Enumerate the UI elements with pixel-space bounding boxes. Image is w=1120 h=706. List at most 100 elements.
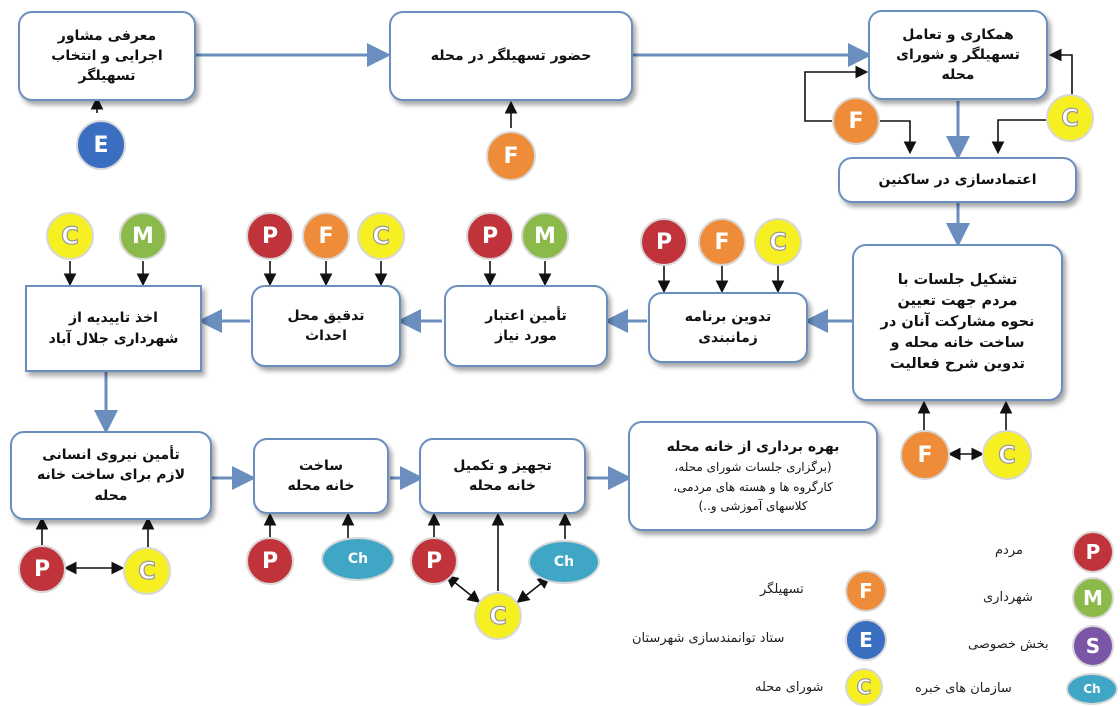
actor-c-circle: C xyxy=(123,547,171,595)
actor-c-circle: C xyxy=(982,430,1032,480)
box-meetings: تشکیل جلسات با مردم جهت تعیین نحوه مشارک… xyxy=(852,244,1063,401)
actor-e-circle: E xyxy=(76,120,126,170)
actor-c-circle: C xyxy=(474,592,522,640)
box-credit: تأمین اعتبار مورد نیاز xyxy=(444,285,608,367)
actor-f-circle: F xyxy=(698,218,746,266)
circle-letter: Ch xyxy=(553,554,575,570)
connector xyxy=(804,65,869,122)
box-text: اعتمادسازی در ساکنین xyxy=(878,171,1037,188)
circle-letter: M xyxy=(132,223,154,249)
actor-m-circle: M xyxy=(521,212,569,260)
legend-ch-icon: Ch xyxy=(1066,673,1118,705)
actor-f-circle: F xyxy=(900,430,950,480)
box-facilitator-presence: حضور تسهیلگر در محله xyxy=(389,11,633,101)
actor-p-circle: P xyxy=(640,218,688,266)
actor-p-circle: P xyxy=(466,212,514,260)
actor-f-circle: F xyxy=(486,131,536,181)
box-text: تأمین اعتبار مورد نیاز xyxy=(485,307,567,344)
box-text: معرفی مشاور اجرایی و انتخاب تسهیلگر xyxy=(51,27,163,85)
legend-c-icon: C xyxy=(845,668,883,706)
legend-m-label: شهرداری xyxy=(983,590,1033,605)
legend-e-label: ستاد توانمندسازی شهرستان xyxy=(632,631,785,646)
actor-p-circle: P xyxy=(246,537,294,585)
box-text: اخذ تاییدیه از شهرداری جلال آباد xyxy=(48,310,179,347)
legend-p-label: مردم xyxy=(995,543,1023,558)
box-text: تدوین برنامه زمانبندی xyxy=(684,309,772,346)
box-text: تشکیل جلسات با مردم جهت تعیین نحوه مشارک… xyxy=(880,271,1035,373)
actor-ch-circle: Ch xyxy=(528,540,600,584)
connector xyxy=(445,575,481,603)
legend-c-label: شورای محله xyxy=(755,680,824,695)
actor-c-circle: C xyxy=(357,212,405,260)
box-workforce: تأمین نیروی انسانی لازم برای ساخت خانه م… xyxy=(10,431,212,520)
circle-letter: Ch xyxy=(347,551,369,567)
circle-letter: P xyxy=(261,223,279,249)
circle-letter: C xyxy=(61,221,80,250)
box-site: تدقیق محل احداث xyxy=(251,285,401,367)
box-text: تجهیز و تکمیل خانه محله xyxy=(453,457,552,494)
legend-f-label: تسهیلگر xyxy=(760,582,804,597)
circle-letter: F xyxy=(917,442,933,468)
legend-m-icon: M xyxy=(1072,577,1114,619)
box-text: تدقیق محل احداث xyxy=(287,307,365,344)
circle-letter: C xyxy=(489,601,508,630)
box-build: ساخت خانه محله xyxy=(253,438,389,514)
circle-letter: F xyxy=(848,108,864,134)
actor-p-circle: P xyxy=(410,537,458,585)
circle-letter: F xyxy=(318,223,334,249)
box-cooperation: همکاری و تعامل تسهیلگر و شورای محله xyxy=(868,10,1048,100)
actor-m-circle: M xyxy=(119,212,167,260)
circle-letter: C xyxy=(372,221,391,250)
legend-ch-label: سازمان های خبره xyxy=(915,681,1012,696)
circle-letter: F xyxy=(503,143,519,169)
box-approval: اخذ تاییدیه از شهرداری جلال آباد xyxy=(25,285,202,372)
circle-letter: C xyxy=(1061,103,1080,132)
usage-detail: (برگزاری جلسات شورای محله، کارگروه ها و … xyxy=(673,460,833,513)
legend-s-icon: S xyxy=(1072,625,1114,667)
actor-c-circle: C xyxy=(1046,94,1094,142)
circle-letter: M xyxy=(1083,586,1103,610)
circle-letter: M xyxy=(534,223,556,249)
actor-ch-circle: Ch xyxy=(321,537,395,581)
usage-title: بهره برداری از خانه محله xyxy=(666,439,840,456)
actor-c-circle: C xyxy=(46,212,94,260)
circle-letter: F xyxy=(714,229,730,255)
circle-letter: E xyxy=(859,628,873,652)
circle-letter: C xyxy=(769,227,788,256)
circle-letter: C xyxy=(856,674,872,699)
actor-f-circle: F xyxy=(832,97,880,145)
circle-letter: S xyxy=(1085,634,1101,658)
circle-letter: C xyxy=(998,440,1017,469)
actor-p-circle: P xyxy=(18,545,66,593)
circle-letter: P xyxy=(655,229,673,255)
circle-letter: C xyxy=(138,556,157,585)
circle-letter: P xyxy=(425,548,443,574)
legend-p-icon: P xyxy=(1072,531,1114,573)
box-schedule: تدوین برنامه زمانبندی xyxy=(648,292,808,363)
circle-letter: P xyxy=(261,548,279,574)
legend-f-icon: F xyxy=(845,570,887,612)
legend-s-label: بخش خصوصی xyxy=(968,637,1049,652)
circle-letter: Ch xyxy=(1083,682,1101,696)
actor-c-circle: C xyxy=(754,218,802,266)
connector xyxy=(516,576,551,603)
box-text: تأمین نیروی انسانی لازم برای ساخت خانه م… xyxy=(37,447,185,504)
connector xyxy=(991,119,1050,155)
circle-letter: E xyxy=(93,132,109,158)
box-text: ساخت خانه محله xyxy=(287,457,355,494)
box-usage: بهره برداری از خانه محله (برگزاری جلسات … xyxy=(628,421,878,531)
box-text: همکاری و تعامل تسهیلگر و شورای محله xyxy=(896,26,1020,84)
actor-f-circle: F xyxy=(302,212,350,260)
box-text: حضور تسهیلگر در محله xyxy=(430,47,592,64)
connector xyxy=(878,120,917,155)
legend-e-icon: E xyxy=(845,619,887,661)
circle-letter: P xyxy=(481,223,499,249)
circle-letter: P xyxy=(1085,540,1101,564)
box-trust-building: اعتمادسازی در ساکنین xyxy=(838,157,1077,203)
box-intro-consultant: معرفی مشاور اجرایی و انتخاب تسهیلگر xyxy=(18,11,196,101)
box-equip: تجهیز و تکمیل خانه محله xyxy=(419,438,586,514)
circle-letter: P xyxy=(33,556,51,582)
circle-letter: F xyxy=(859,579,873,603)
